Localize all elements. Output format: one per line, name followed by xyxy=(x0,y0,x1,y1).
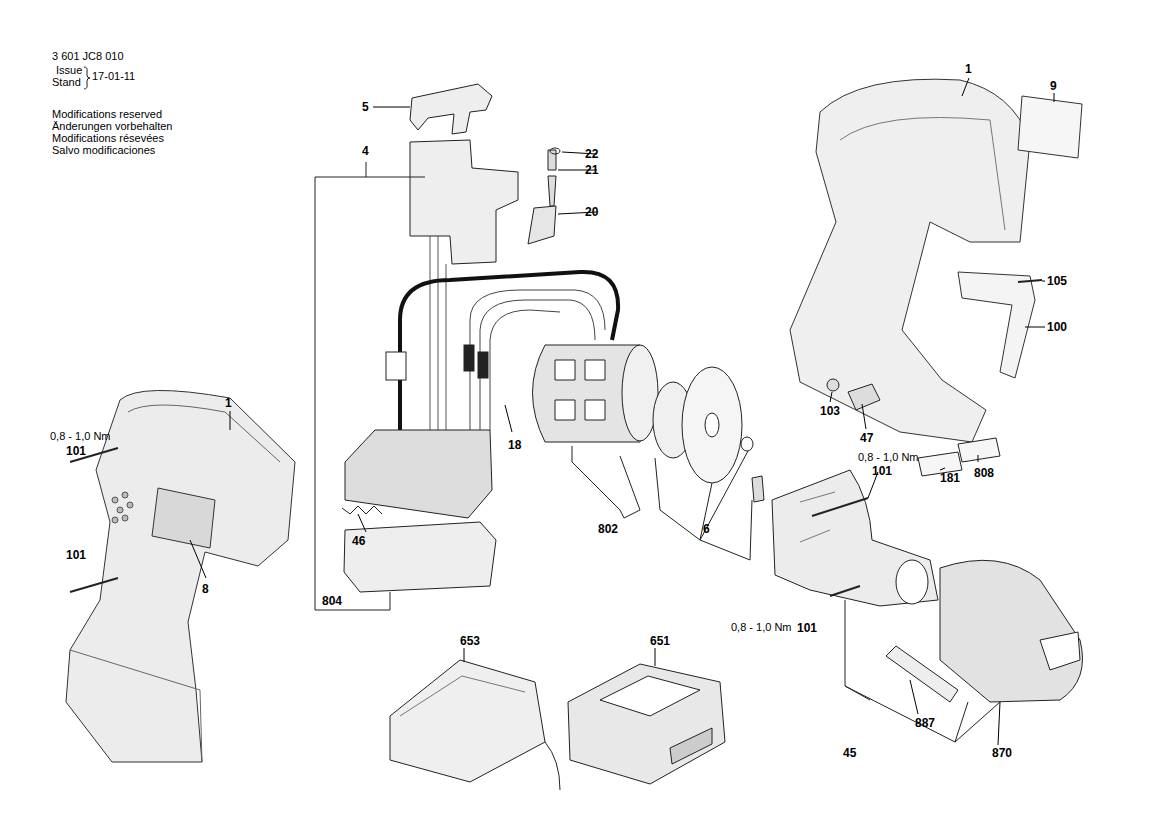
spring xyxy=(548,150,556,170)
torque-value: 0,8 - 1,0 Nm xyxy=(731,621,792,633)
wire xyxy=(430,236,446,430)
callout-number: 101 xyxy=(66,548,86,562)
callout-number: 21 xyxy=(585,163,598,177)
housing-right xyxy=(790,79,1030,442)
modification-note: Modifications reserved xyxy=(52,108,162,120)
callout-number: 4 xyxy=(362,144,369,158)
slider-20 xyxy=(528,206,556,244)
housing-left xyxy=(66,390,295,762)
label-9 xyxy=(1018,96,1082,158)
callout-number: 101 xyxy=(797,621,817,635)
bracket-804 xyxy=(315,162,425,610)
label-808 xyxy=(958,438,1000,462)
gear-housing xyxy=(772,470,938,606)
callout-number: 651 xyxy=(650,634,670,648)
washer xyxy=(741,437,753,451)
bracket-802 xyxy=(572,446,752,560)
leader-lines xyxy=(190,78,1054,745)
spring-46 xyxy=(342,506,382,514)
washer xyxy=(550,148,560,154)
screw xyxy=(830,586,860,596)
callout-number: 101 xyxy=(66,444,86,458)
callout-number: 8 xyxy=(202,582,209,596)
issue-date: 17-01-11 xyxy=(92,70,135,82)
stand-label: Stand xyxy=(52,76,81,88)
callout-number: 887 xyxy=(915,716,935,730)
callout-number: 181 xyxy=(940,471,960,485)
torque-value: 0,8 - 1,0 Nm xyxy=(50,430,111,442)
callout-number: 804 xyxy=(322,594,342,608)
screw xyxy=(70,578,118,592)
slots xyxy=(555,360,605,420)
callout-number: 808 xyxy=(974,466,994,480)
vent-holes xyxy=(112,492,133,523)
screw xyxy=(1018,280,1042,282)
electronics-module xyxy=(345,430,492,518)
charger-detail xyxy=(400,676,525,716)
collet xyxy=(896,560,928,604)
label-plate xyxy=(152,488,215,548)
pad-47 xyxy=(848,384,880,410)
detail xyxy=(800,492,835,542)
callout-number: 100 xyxy=(1047,320,1067,334)
callout-number: 802 xyxy=(598,522,618,536)
callout-number: 20 xyxy=(585,205,598,219)
torque-value: 0,8 - 1,0 Nm xyxy=(858,451,919,463)
switch xyxy=(410,140,518,264)
sleeve xyxy=(464,345,474,371)
sleeve-870 xyxy=(940,560,1083,702)
charger xyxy=(390,660,545,782)
callout-number: 47 xyxy=(860,431,873,445)
callout-number: 18 xyxy=(508,438,521,452)
bracket-45 xyxy=(845,600,1000,742)
callout-number: 22 xyxy=(585,147,598,161)
modification-note: Änderungen vorbehalten xyxy=(52,120,172,132)
bracket-5 xyxy=(410,84,492,134)
drawing-number: 3 601 JC8 010 xyxy=(52,50,124,62)
bit-holder xyxy=(886,646,958,702)
disc-hole xyxy=(705,413,719,437)
sleeve-opening xyxy=(1040,632,1080,670)
housing-detail xyxy=(840,118,1005,231)
callout-number: 103 xyxy=(820,404,840,418)
callout-number: 1 xyxy=(965,62,972,76)
issue-label: Issue xyxy=(56,64,82,76)
modification-note: Salvo modificaciones xyxy=(52,144,155,156)
cover-plate xyxy=(344,522,496,592)
modification-note: Modifications résevées xyxy=(52,132,164,144)
callout-number: 101 xyxy=(872,464,892,478)
callout-number: 46 xyxy=(352,534,365,548)
battery-vent xyxy=(670,728,712,764)
callout-number: 653 xyxy=(460,634,480,648)
clip xyxy=(386,352,406,380)
callout-number: 1 xyxy=(225,396,232,410)
callout-number: 105 xyxy=(1047,274,1067,288)
callout-number: 9 xyxy=(1050,79,1057,93)
callout-number: 45 xyxy=(843,746,856,760)
pin xyxy=(548,176,556,206)
battery xyxy=(568,664,725,784)
battery-top xyxy=(600,676,700,716)
cable xyxy=(545,742,560,790)
callout-number: 870 xyxy=(992,746,1012,760)
pinion xyxy=(752,476,764,502)
callout-number: 6 xyxy=(703,522,710,536)
sleeve xyxy=(478,352,488,378)
belt-clip xyxy=(958,272,1035,378)
housing-detail xyxy=(128,405,280,462)
screw xyxy=(812,498,868,516)
motor-face xyxy=(622,345,658,441)
brace xyxy=(84,67,90,89)
nut xyxy=(827,379,839,391)
housing-foot xyxy=(70,650,202,762)
disc xyxy=(682,367,742,483)
callout-number: 5 xyxy=(362,100,369,114)
